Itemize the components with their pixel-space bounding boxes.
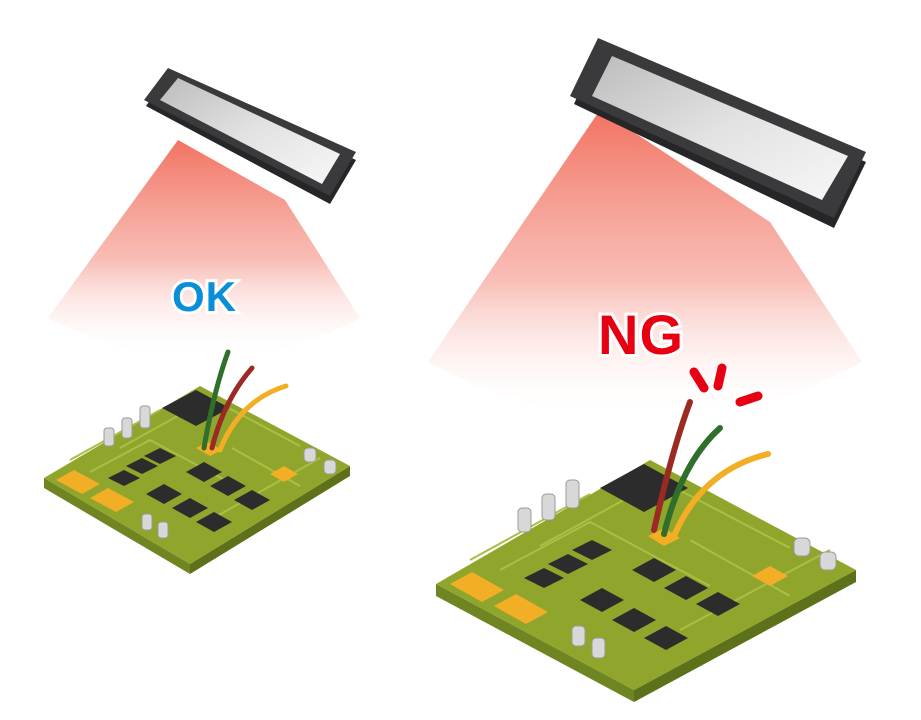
scene-ok	[44, 68, 360, 574]
wire-green	[661, 425, 723, 537]
scene-ng	[428, 38, 866, 702]
circuit-board-icon	[436, 399, 856, 702]
wire-yellow	[671, 451, 771, 539]
circuit-board-icon	[44, 349, 350, 574]
wire-yellow	[217, 383, 289, 453]
scanner-icon	[144, 68, 356, 204]
spark-icon	[689, 363, 763, 407]
laser-beam-icon	[428, 110, 862, 420]
wire-red	[651, 399, 693, 533]
scanner-icon	[570, 38, 866, 228]
ok-label: OK	[169, 273, 239, 321]
wire-green	[201, 349, 231, 451]
laser-beam-icon	[48, 140, 360, 359]
ng-label: NG	[595, 303, 686, 366]
wire-red	[209, 365, 255, 451]
